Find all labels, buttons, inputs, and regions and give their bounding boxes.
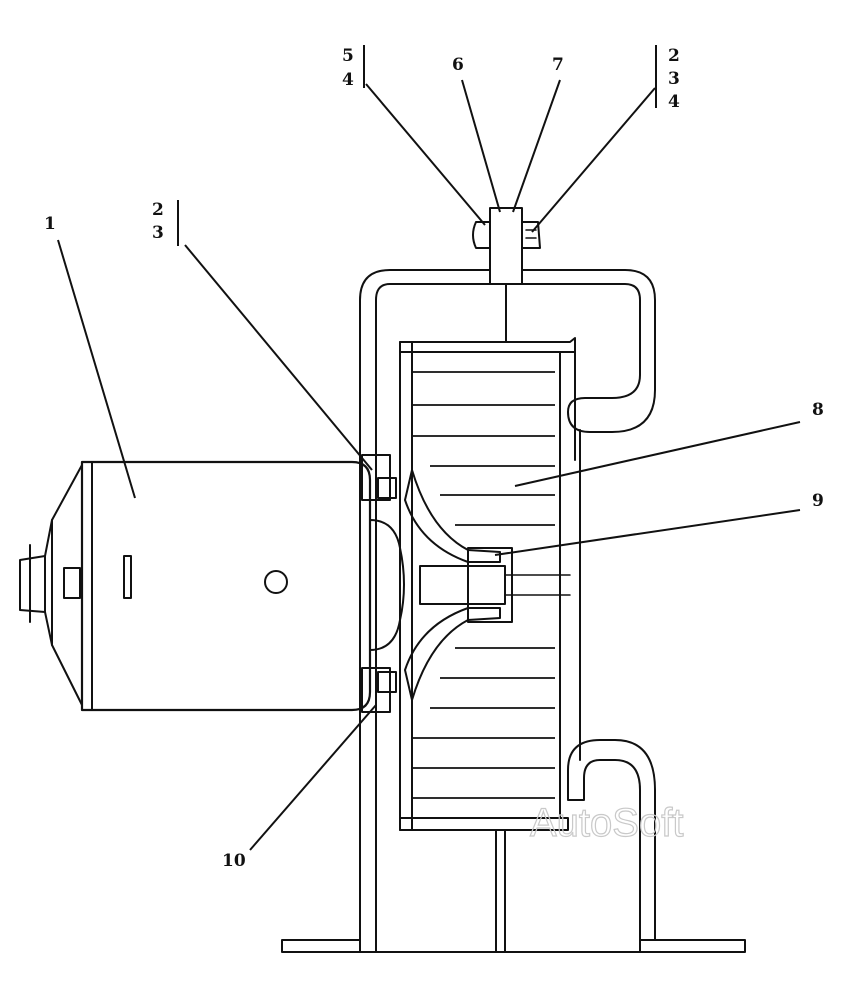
leader-2-3-left bbox=[184, 244, 373, 471]
callout-8: 8 bbox=[812, 400, 824, 420]
callout-9: 9 bbox=[812, 491, 824, 511]
callout-labels: 1 2 3 5 4 6 7 2 3 4 8 9 10 bbox=[44, 46, 824, 871]
callout-3-left: 3 bbox=[152, 223, 164, 243]
leader-8 bbox=[514, 421, 801, 487]
callout-2-left: 2 bbox=[152, 200, 164, 220]
callout-4-right: 4 bbox=[668, 92, 680, 112]
watermark: AutoSoft bbox=[530, 801, 683, 845]
callout-2-right: 2 bbox=[668, 46, 680, 66]
callout-4-left: 4 bbox=[342, 70, 354, 90]
lower-mount-bolt bbox=[361, 667, 397, 713]
callout-10: 10 bbox=[222, 851, 246, 871]
leader-6 bbox=[461, 79, 501, 213]
leader-lines bbox=[57, 45, 801, 851]
top-mount-stud bbox=[472, 207, 541, 343]
impeller bbox=[399, 337, 581, 831]
leader-7 bbox=[512, 79, 561, 213]
callout-7: 7 bbox=[552, 55, 564, 75]
callout-6: 6 bbox=[452, 55, 464, 75]
upper-mount-bolt bbox=[361, 454, 397, 501]
leader-1 bbox=[57, 239, 136, 499]
callout-3-right: 3 bbox=[668, 69, 680, 89]
leader-5-4 bbox=[365, 83, 486, 226]
electric-motor bbox=[19, 460, 405, 712]
callout-1: 1 bbox=[44, 214, 56, 234]
leader-2-3-4-right bbox=[531, 87, 656, 233]
callout-5: 5 bbox=[342, 46, 354, 66]
leader-10 bbox=[249, 704, 377, 851]
leader-9 bbox=[494, 509, 801, 556]
